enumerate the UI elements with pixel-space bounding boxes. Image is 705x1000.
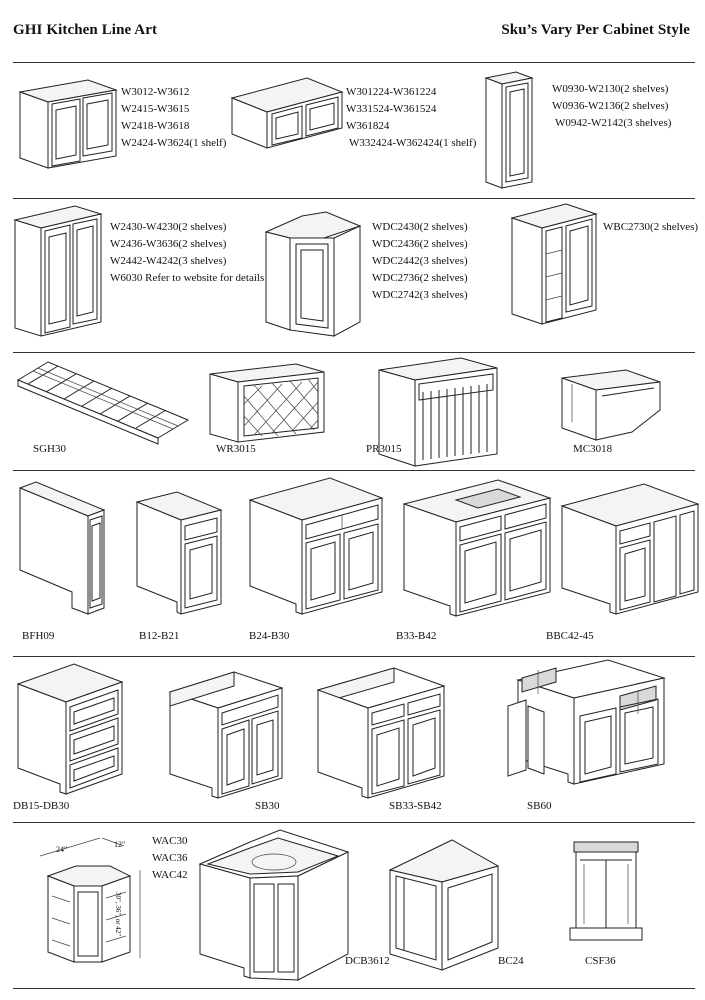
sku-line: W2415-W3615	[121, 103, 190, 115]
sku-line: W2436-W3636(2 shelves)	[110, 238, 227, 250]
wall-cabinet-double-door-drawing	[20, 80, 120, 170]
wall-cabinet-tall-double-door-drawing	[15, 206, 105, 338]
diagonal-corner-base-cabinet-drawing	[200, 830, 350, 982]
page-subtitle: Sku’s Vary Per Cabinet Style	[501, 22, 690, 38]
sku-line: W331524-W361524	[346, 103, 437, 115]
sku-label-b24-b30: B24-B30	[249, 630, 290, 642]
sku-label-sgh30: SGH30	[33, 443, 67, 455]
sku-line: W0936-W2136(2 shelves)	[552, 100, 669, 112]
base-cabinet-wide-drawing	[404, 480, 552, 618]
wall-diagonal-corner-cabinet-drawing	[266, 212, 362, 340]
sku-label-bc24: BC24	[498, 955, 524, 967]
corner-sink-front-drawing	[570, 840, 642, 942]
divider	[13, 470, 695, 471]
wall-blind-corner-cabinet-drawing	[512, 204, 598, 326]
plate-rack-drawing	[379, 358, 499, 468]
wall-cabinet-short-wide-drawing	[232, 78, 344, 150]
sku-label-b12-b21: B12-B21	[139, 630, 180, 642]
wall-blind-corner-sku: WBC2730(2 shelves)	[603, 219, 698, 236]
sku-label-sb30: SB30	[255, 800, 280, 812]
sku-label-bbc42-45: BBC42-45	[546, 630, 594, 642]
sku-line: WAC42	[152, 869, 188, 881]
sku-label-db15-db30: DB15-DB30	[13, 800, 70, 812]
sku-line: W2442-W4242(3 shelves)	[110, 255, 227, 267]
wall-cabinet-sku-list-d: W2430-W4230(2 shelves) W2436-W3636(2 she…	[110, 219, 264, 287]
sku-label-wr3015: WR3015	[216, 443, 256, 455]
wall-cabinet-single-door-drawing	[486, 72, 534, 190]
sink-base-cabinet-drawing	[170, 672, 284, 800]
base-corner-cabinet-drawing	[390, 840, 500, 972]
divider	[13, 822, 695, 823]
sku-label-csf36: CSF36	[585, 955, 616, 967]
divider	[13, 62, 695, 63]
wall-cabinet-sku-list-c: W0930-W2130(2 shelves) W0936-W2136(2 she…	[552, 81, 671, 132]
base-cabinet-double-door-drawing	[250, 478, 384, 616]
glass-holder-rack-drawing	[18, 362, 190, 454]
base-blind-corner-cabinet-drawing	[562, 484, 700, 616]
sku-label-dcb3612: DCB3612	[345, 955, 390, 967]
wine-rack-drawing	[210, 364, 326, 444]
sku-line: W2424-W3624(1 shelf)	[121, 137, 227, 149]
microwave-cabinet-drawing	[562, 370, 662, 442]
wall-cabinet-sku-list-b: W301224-W361224 W331524-W361524 W361824 …	[346, 84, 476, 152]
sku-line: W0942-W2142(3 shelves)	[555, 117, 672, 129]
sku-line: WDC2736(2 shelves)	[372, 272, 468, 284]
sku-line: WAC30	[152, 835, 188, 847]
sku-line: W0930-W2130(2 shelves)	[552, 83, 669, 95]
sku-line: W2430-W4230(2 shelves)	[110, 221, 227, 233]
sku-label-bfh09: BFH09	[22, 630, 55, 642]
sku-label-mc3018: MC3018	[573, 443, 613, 455]
divider	[13, 656, 695, 657]
page-title: GHI Kitchen Line Art	[13, 22, 158, 38]
divider	[13, 198, 695, 199]
sku-line: W332424-W362424(1 shelf)	[349, 137, 477, 149]
sku-line: WAC36	[152, 852, 188, 864]
wall-angle-sku-list: WAC30 WAC36 WAC42	[152, 833, 187, 884]
sku-line: WDC2742(3 shelves)	[372, 289, 468, 301]
sink-base-wide-cabinet-drawing	[318, 668, 446, 800]
sku-line: W361824	[346, 120, 390, 132]
base-filler-cabinet-drawing	[20, 482, 106, 616]
wall-cabinet-sku-list-a: W3012-W3612 W2415-W3615 W2418-W3618 W242…	[121, 84, 226, 152]
dimension-depth: 24"	[56, 845, 68, 854]
sku-label-b33-b42: B33-B42	[396, 630, 437, 642]
wall-angle-cabinet-drawing	[40, 836, 150, 966]
divider	[13, 988, 695, 989]
sku-line: WDC2436(2 shelves)	[372, 238, 468, 250]
sku-label-sb33-sb42: SB33-SB42	[389, 800, 442, 812]
sku-line: WDC2442(3 shelves)	[372, 255, 468, 267]
sku-label-pr3015: PR3015	[366, 443, 402, 455]
divider	[13, 352, 695, 353]
dimension-width: 12"	[114, 840, 126, 849]
sku-line: W6030 Refer to website for details	[110, 272, 265, 284]
drawer-base-cabinet-drawing	[18, 664, 124, 796]
sku-label-sb60: SB60	[527, 800, 552, 812]
sku-line: W2418-W3618	[121, 120, 190, 132]
base-cabinet-single-door-drawing	[137, 492, 223, 616]
dimension-height: 30", 36", or 42"	[114, 892, 122, 937]
sku-line: W301224-W361224	[346, 86, 437, 98]
wall-corner-sku-list: WDC2430(2 shelves) WDC2436(2 shelves) WD…	[372, 219, 468, 304]
sku-line: WDC2430(2 shelves)	[372, 221, 468, 233]
sku-line: W3012-W3612	[121, 86, 190, 98]
sku-line: WBC2730(2 shelves)	[603, 221, 699, 233]
sink-base-60-cabinet-drawing	[508, 660, 668, 786]
